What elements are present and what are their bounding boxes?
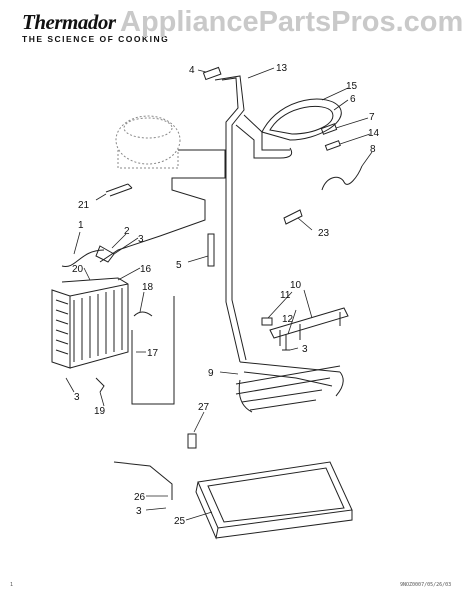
callout-20: 20 xyxy=(72,264,84,275)
part-17-rod xyxy=(131,296,175,405)
callout-15: 15 xyxy=(346,81,358,92)
watermark: AppliancePartsPros.com xyxy=(120,6,464,38)
part-14 xyxy=(324,140,341,151)
wire-harness xyxy=(99,149,226,263)
condenser-16 xyxy=(51,277,129,369)
part-27 xyxy=(187,433,197,449)
callout-26: 26 xyxy=(134,492,146,503)
callout-11: 11 xyxy=(280,290,291,301)
callout-16: 16 xyxy=(140,264,152,275)
long-tube xyxy=(231,155,247,361)
callout-1: 1 xyxy=(78,220,84,231)
tube-part-4 xyxy=(202,66,222,81)
callout-25: 25 xyxy=(174,516,186,527)
callout-10: 10 xyxy=(290,280,302,291)
callout-7: 7 xyxy=(369,112,375,123)
callout-5: 5 xyxy=(176,260,182,271)
callout-23: 23 xyxy=(318,228,330,239)
callout-19: 19 xyxy=(94,406,106,417)
callout-3-right: 3 xyxy=(302,344,308,355)
footer-code: 9NOZ0007/05/26/03 xyxy=(400,582,452,588)
part-18 xyxy=(133,311,153,317)
heater-9 xyxy=(235,361,344,413)
brand-logo: Thermador xyxy=(22,10,116,34)
footer-mark: 1 xyxy=(10,582,14,588)
part-5-rod xyxy=(207,233,215,267)
callout-2: 2 xyxy=(124,226,130,237)
callout-4: 4 xyxy=(189,65,195,76)
callout-3-left: 3 xyxy=(74,392,80,403)
callout-12: 12 xyxy=(282,314,294,325)
part-21-bolt xyxy=(105,183,133,197)
tray-25 xyxy=(195,461,353,540)
callout-3-bottom: 3 xyxy=(136,506,142,517)
compressor-outline xyxy=(115,115,181,169)
part-11 xyxy=(261,317,273,326)
callout-8: 8 xyxy=(370,144,376,155)
part-8-wire xyxy=(321,165,363,191)
part-2 xyxy=(95,245,115,263)
callout-6: 6 xyxy=(350,94,356,105)
part-23 xyxy=(283,209,303,225)
callout-21: 21 xyxy=(78,200,90,211)
callout-13: 13 xyxy=(276,63,288,74)
part-19 xyxy=(95,377,105,393)
tube-assembly-13 xyxy=(214,75,245,155)
callout-18: 18 xyxy=(142,282,154,293)
part-7 xyxy=(320,123,338,135)
callout-14: 14 xyxy=(368,128,380,139)
loop-tube-15 xyxy=(261,98,342,141)
callout-27: 27 xyxy=(198,402,210,413)
callout-17: 17 xyxy=(147,348,159,359)
bracket-10 xyxy=(269,307,349,339)
callout-9: 9 xyxy=(208,368,214,379)
callout-3-upper: 3 xyxy=(138,234,144,245)
part-26-wire xyxy=(113,461,173,500)
brand-tagline: THE SCIENCE OF COOKING xyxy=(22,34,170,44)
part-12 xyxy=(282,334,290,351)
